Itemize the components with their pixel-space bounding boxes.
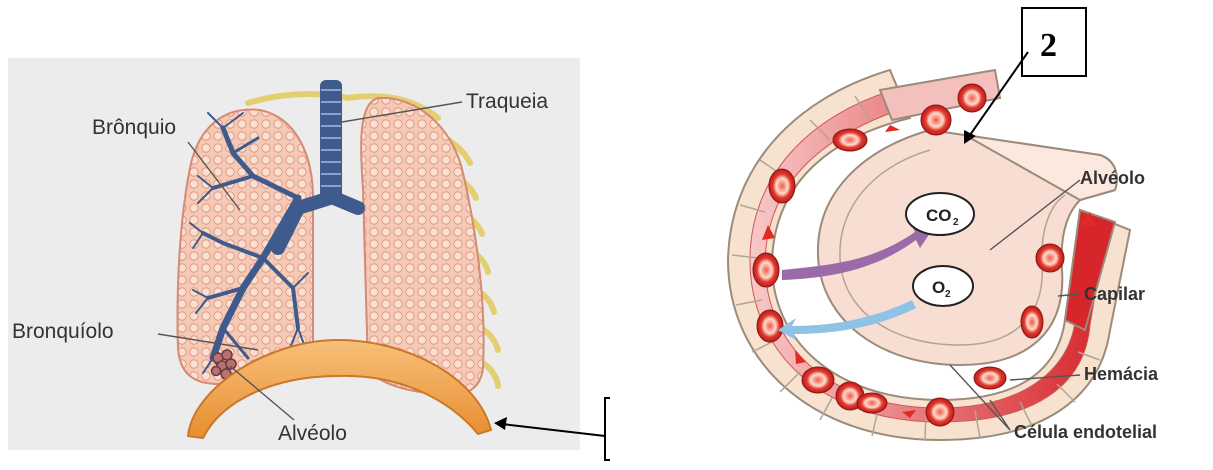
rbc [857,393,887,413]
rbc [757,310,783,342]
rbc [802,367,834,393]
label-bronchus: Brônquio [92,116,176,139]
rbc [769,169,795,203]
alveolus-illustration: CO 2 O 2 Alvéolo Capilar Hemácia Célula … [610,0,1213,465]
lungs-illustration: Traqueia Brônquio Bronquíolo Alvéolo [8,58,580,450]
label-bronchiole: Bronquíolo [12,320,114,343]
alveolus-diagram-panel: CO 2 O 2 Alvéolo Capilar Hemácia Célula … [610,0,1213,465]
trachea [320,80,342,202]
rbc [833,129,867,151]
marker-2-number: 2 [1040,27,1057,64]
label-red-blood-cell: Hemácia [1084,364,1159,384]
flow-arrow [885,125,900,132]
rbc [974,367,1006,389]
o2-label: O [932,278,945,297]
lungs-diagram-panel: Traqueia Brônquio Bronquíolo Alvéolo [8,58,580,450]
label-endothelial-cell: Célula endotelial [1014,422,1157,442]
label-capillary: Capilar [1084,284,1145,304]
co2-label: CO [926,206,952,225]
label-alveolus-left: Alvéolo [278,422,347,445]
co2-subscript: 2 [953,217,959,228]
rbc [753,253,779,287]
rbc [926,398,954,426]
label-alveolus-right: Alvéolo [1080,168,1145,188]
label-trachea: Traqueia [466,90,548,113]
rbc [1036,244,1064,272]
rbc [958,84,986,112]
o2-subscript: 2 [945,289,951,300]
rbc [921,105,951,135]
rbc [1021,306,1043,338]
